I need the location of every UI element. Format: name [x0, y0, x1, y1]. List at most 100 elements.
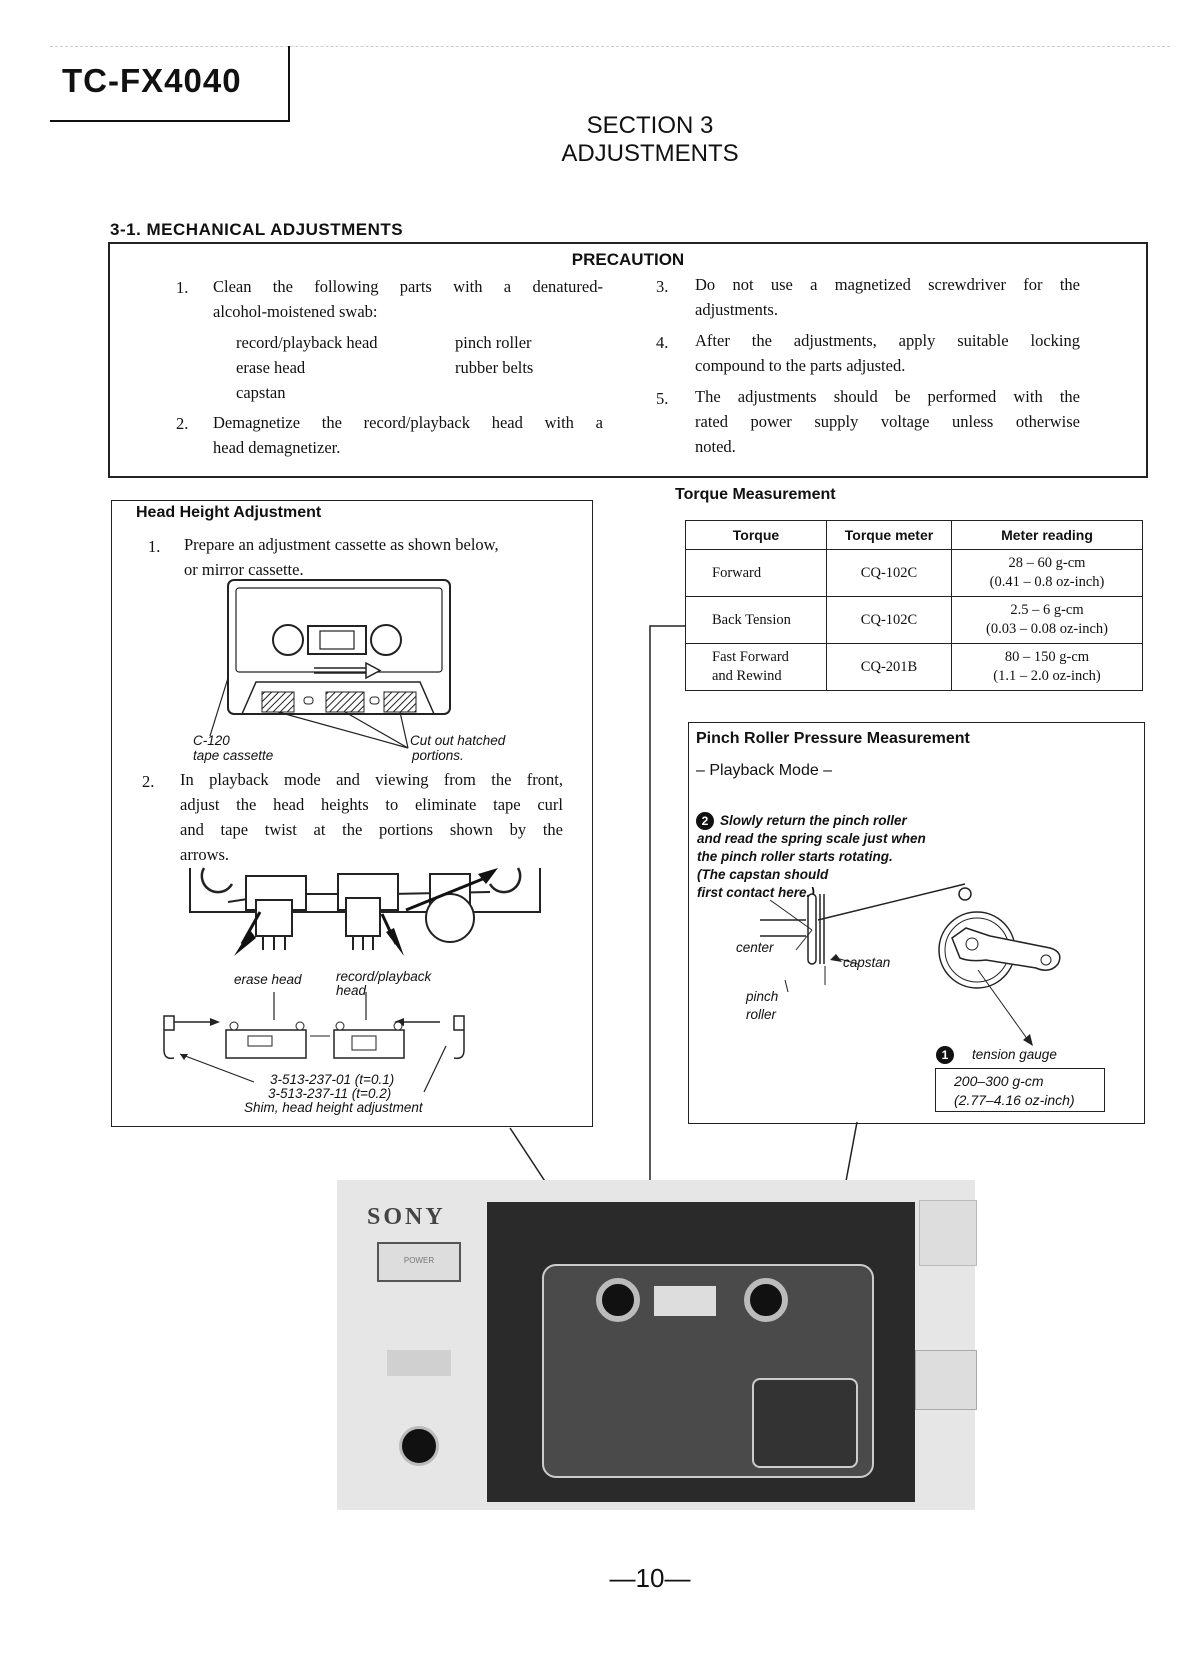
- precaution-item-2: Demagnetize the record/playback head wit…: [213, 410, 603, 460]
- head-diagram: [163, 867, 541, 1093]
- line: The adjustments should be performed with…: [695, 387, 1080, 406]
- item-number: 2.: [176, 414, 189, 433]
- cutout-label: Cut out hatched portions.: [410, 733, 505, 763]
- center-label: center: [736, 940, 774, 955]
- line: record/playback: [336, 969, 432, 984]
- cell-meter: CQ-201B: [826, 643, 952, 691]
- cassette-compartment: [487, 1202, 915, 1502]
- step-2-marker: 2: [696, 812, 714, 830]
- precaution-box: [108, 242, 1148, 478]
- cell-reading: 80 – 150 g-cm (1.1 – 2.0 oz-inch): [951, 643, 1143, 691]
- gauge-value-box: 200–300 g-cm (2.77–4.16 oz-inch): [935, 1068, 1105, 1112]
- eject-button: [387, 1350, 451, 1376]
- line: compound to the parts adjusted.: [695, 356, 906, 375]
- parts-list-2: pinch roller rubber belts: [455, 330, 533, 380]
- line: rated power supply voltage unless otherw…: [695, 412, 1080, 431]
- power-button: POWER: [377, 1242, 461, 1282]
- head-height-box: [111, 500, 593, 1127]
- precaution-item-1: Clean the following parts with a denatur…: [213, 274, 603, 324]
- pinch-roller-label: pinch roller: [746, 988, 778, 1024]
- reel-left: [596, 1278, 640, 1322]
- pinch-mode: – Playback Mode –: [696, 762, 833, 779]
- cassette-label: C-120 tape cassette: [193, 733, 273, 763]
- line: (The capstan should: [697, 867, 829, 882]
- line: 3-513-237-01 (t=0.1): [270, 1072, 395, 1087]
- cassette-window: [542, 1264, 874, 1478]
- head-height-title: Head Height Adjustment: [136, 504, 322, 521]
- rewind-button: [915, 1350, 977, 1410]
- parts-list-1: record/playback head erase head capstan: [236, 330, 378, 405]
- line: the pinch roller starts rotating.: [697, 849, 893, 864]
- cell-meter: CQ-102C: [826, 596, 952, 644]
- head-step-2: In playback mode and viewing from the fr…: [180, 767, 563, 867]
- cell-torque: Fast Forward and Rewind: [685, 643, 827, 691]
- cell-meter: CQ-102C: [826, 549, 952, 597]
- rec-head-label: record/playback head: [336, 970, 431, 998]
- model-box: [50, 46, 290, 122]
- header-meter: Torque meter: [826, 520, 952, 550]
- line: portions.: [412, 748, 464, 763]
- line: adjustments.: [695, 300, 778, 319]
- step-number: 2.: [142, 772, 155, 791]
- line: Shim, head height adjustment: [244, 1100, 423, 1115]
- line: pinch: [746, 989, 779, 1004]
- line: Clean the following parts with a denatur…: [213, 277, 603, 296]
- pinch-area: [752, 1378, 858, 1468]
- torque-title: Torque Measurement: [675, 486, 836, 503]
- part: pinch roller: [455, 333, 532, 352]
- part: rubber belts: [455, 358, 534, 377]
- side-panel: [919, 1200, 977, 1266]
- reading: 80 – 150 g-cm: [1004, 649, 1090, 665]
- pinch-note: and read the spring scale just when the …: [697, 830, 926, 902]
- reading-imperial: (0.03 – 0.08 oz-inch): [985, 621, 1108, 637]
- reading: 2.5 – 6 g-cm: [1010, 602, 1084, 618]
- torque-table: Torque Torque meter Meter reading Forwar…: [685, 520, 1143, 691]
- deck-photo: SONY POWER: [337, 1180, 977, 1510]
- line: 3-513-237-11 (t=0.2): [268, 1086, 392, 1101]
- precaution-item-3: Do not use a magnetized screwdriver for …: [695, 272, 1080, 322]
- precaution-item-5: The adjustments should be performed with…: [695, 384, 1080, 459]
- precaution-title: PRECAUTION: [571, 250, 685, 269]
- pinch-note-first: Slowly return the pinch roller: [720, 813, 907, 828]
- torque-line: and Rewind: [712, 668, 782, 684]
- line: roller: [746, 1007, 777, 1022]
- line: Do not use a magnetized screwdriver for …: [695, 275, 1080, 294]
- line: arrows.: [180, 845, 230, 864]
- tape-window: [654, 1286, 716, 1316]
- step-number: 1.: [148, 537, 161, 556]
- line: head: [336, 983, 367, 998]
- section-title: SECTION 3: [586, 112, 714, 139]
- reading-imperial: (0.41 – 0.8 oz-inch): [989, 574, 1105, 590]
- value: 200–300 g-cm: [954, 1073, 1044, 1089]
- cell-torque: Back Tension: [685, 596, 827, 644]
- pinch-box: [688, 722, 1145, 1124]
- brand-logo: SONY: [367, 1204, 446, 1230]
- line: Prepare an adjustment cassette as shown …: [184, 535, 499, 554]
- subsection-title: 3-1. MECHANICAL ADJUSTMENTS: [110, 220, 404, 239]
- cell-reading: 2.5 – 6 g-cm (0.03 – 0.08 oz-inch): [951, 596, 1143, 644]
- erase-head-label: erase head: [234, 972, 302, 987]
- table-header-row: Torque Torque meter Meter reading: [685, 520, 1143, 550]
- pinch-diagram: [760, 883, 1061, 1046]
- reading: 28 – 60 g-cm: [1008, 555, 1086, 571]
- part: capstan: [236, 383, 286, 402]
- headphone-jack: [399, 1426, 439, 1466]
- reel-right: [744, 1278, 788, 1322]
- line: After the adjustments, apply suitable lo…: [695, 331, 1080, 350]
- capstan-label: capstan: [843, 955, 891, 970]
- power-label: POWER: [403, 1256, 435, 1265]
- cell-torque: Forward: [685, 549, 827, 597]
- step-1-marker: 1: [936, 1046, 954, 1064]
- tension-gauge-label: tension gauge: [972, 1047, 1057, 1062]
- line: C-120: [193, 733, 230, 748]
- reading-imperial: (1.1 – 2.0 oz-inch): [993, 668, 1101, 684]
- part: erase head: [236, 358, 306, 377]
- page-number: —10—: [609, 1563, 691, 1593]
- top-rule: [50, 46, 1170, 47]
- torque-line: Fast Forward: [712, 649, 789, 665]
- item-number: 1.: [176, 278, 189, 297]
- header-reading: Meter reading: [951, 520, 1143, 550]
- section-subtitle: ADJUSTMENTS: [561, 140, 739, 167]
- line: and tape twist at the portions shown by …: [180, 820, 563, 839]
- precaution-item-4: After the adjustments, apply suitable lo…: [695, 328, 1080, 378]
